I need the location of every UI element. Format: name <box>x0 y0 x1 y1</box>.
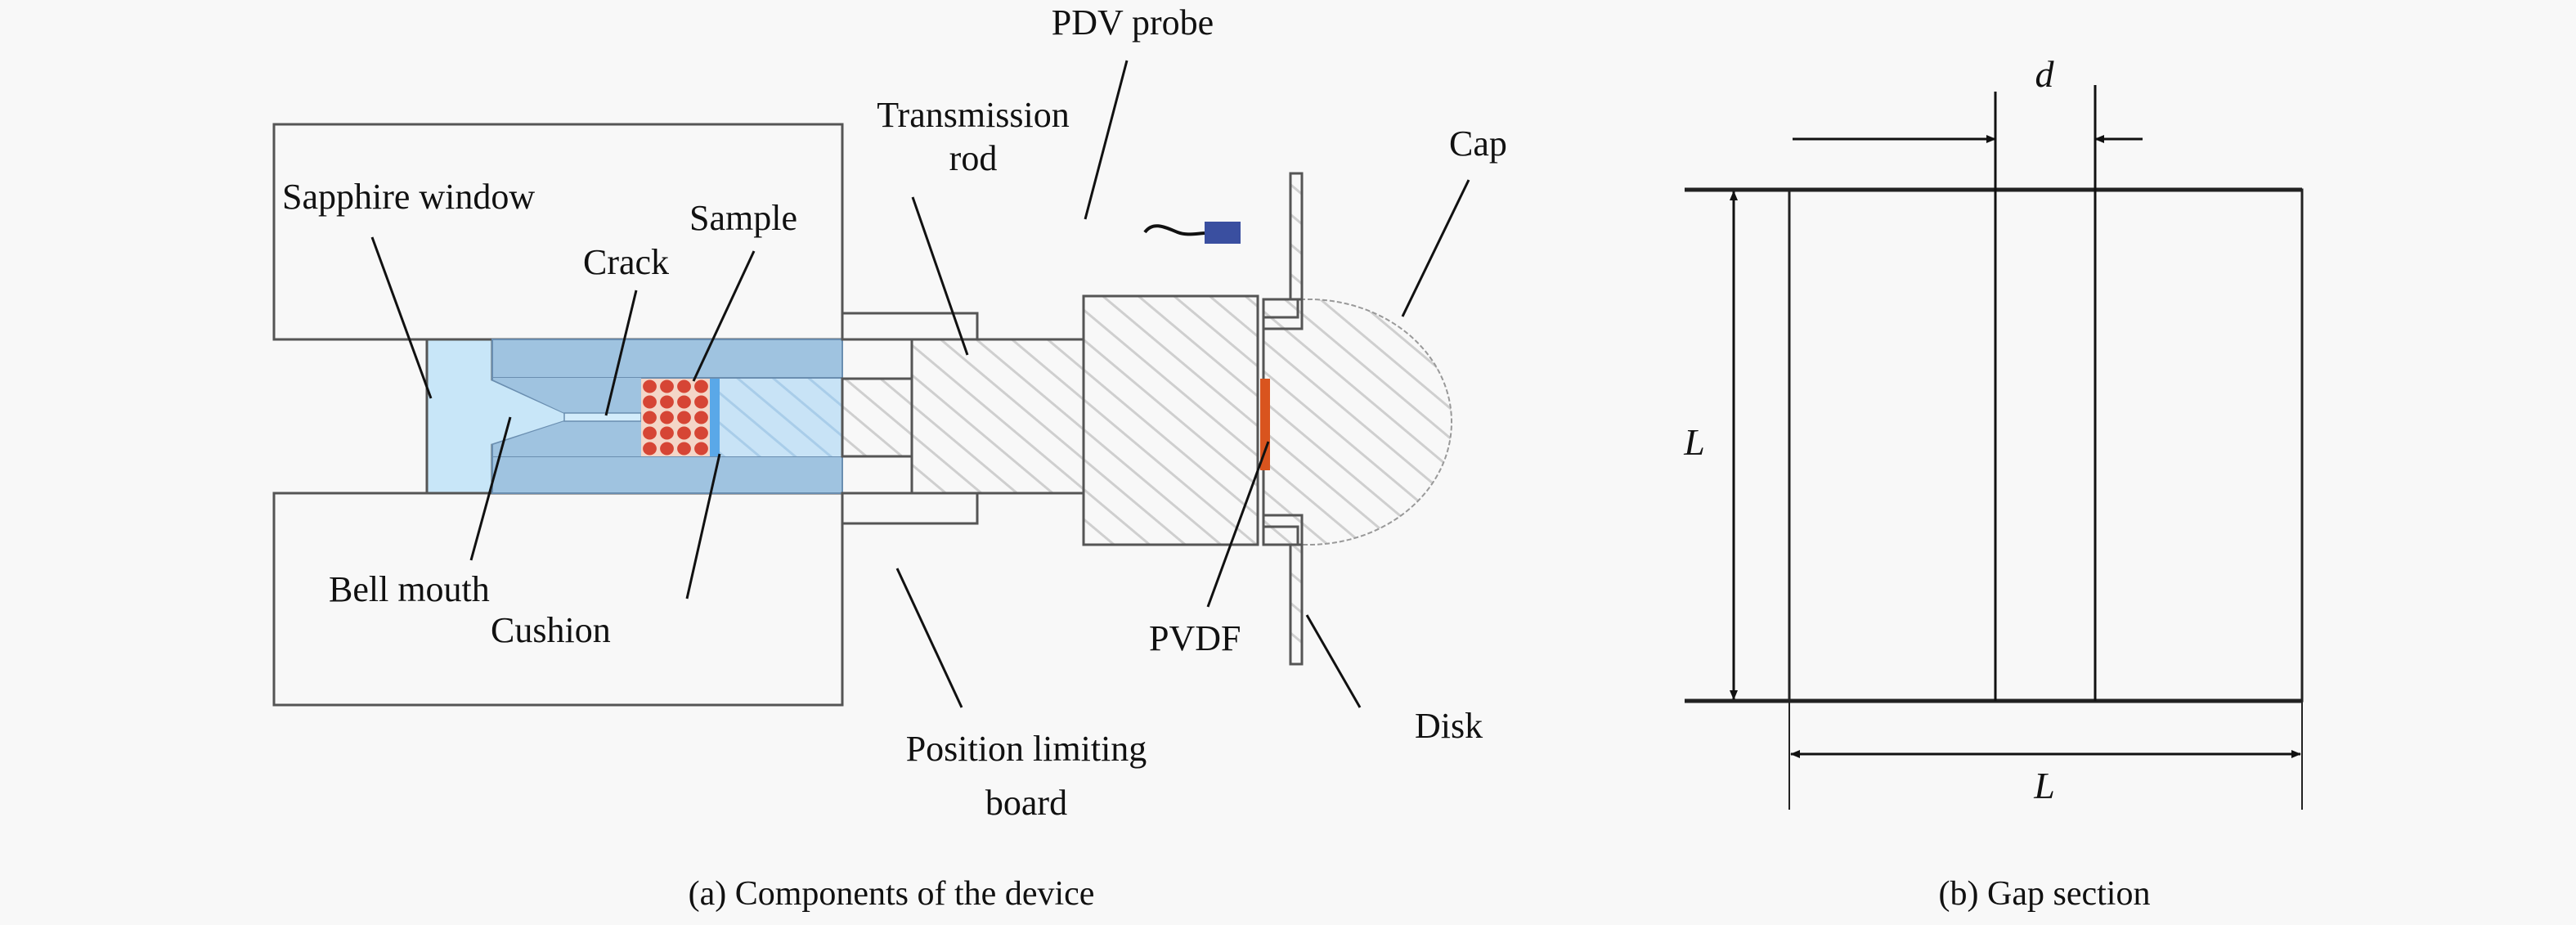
bell-mouth-opening <box>491 380 564 444</box>
transmission-rod <box>910 338 1085 495</box>
sample-particle <box>643 411 657 424</box>
pdv-probe <box>1205 222 1241 244</box>
sample-particle <box>660 379 674 393</box>
sample-particle <box>643 426 657 440</box>
label-height-l: L <box>1683 421 1705 463</box>
label-transmission-rod-2: rod <box>949 138 998 178</box>
sample-dots <box>643 379 708 456</box>
leader-pvdf <box>1206 441 1270 608</box>
sample-particle <box>677 411 691 424</box>
disk-upper <box>1289 172 1304 301</box>
chamber-body-top <box>491 339 843 379</box>
sample-particle <box>660 411 674 424</box>
label-crack: Crack <box>583 242 669 282</box>
label-pvdf: PVDF <box>1149 618 1241 658</box>
chamber-body-bottom <box>491 456 843 494</box>
inner-rod <box>841 377 913 458</box>
top-clamp-block <box>272 123 844 341</box>
caption-panel-a: (a) Components of the device <box>689 875 1095 913</box>
sample-particle <box>660 442 674 456</box>
leader-pdv-probe <box>1084 60 1129 220</box>
leader-transmission-rod <box>911 196 969 356</box>
sample-particle <box>677 426 691 440</box>
caption-panel-b: (b) Gap section <box>1939 875 2151 913</box>
label-width-l: L <box>2033 765 2055 806</box>
sample-particle <box>643 395 657 409</box>
leader-cushion <box>685 453 721 599</box>
disk-clamp-bottom <box>1262 525 1299 546</box>
sample-particle <box>694 442 708 456</box>
sample-particle <box>694 379 708 393</box>
gap-section-outline <box>1788 188 2304 703</box>
label-position-limiting-board-2: board <box>985 783 1067 823</box>
sample-particle <box>643 442 657 456</box>
leader-position-limiting-board <box>895 568 963 708</box>
crack-channel <box>563 412 642 422</box>
sample-particle <box>660 426 674 440</box>
sample-particle <box>660 395 674 409</box>
pdv-probe-fiber <box>1143 224 1205 236</box>
leader-sample <box>692 250 756 382</box>
sample-particle <box>677 442 691 456</box>
label-gap-d: d <box>2035 53 2055 95</box>
position-limiting-board-bottom <box>841 492 979 525</box>
bottom-clamp-block <box>272 492 844 707</box>
disk-clamp-top <box>1262 298 1299 319</box>
sample-particle <box>694 411 708 424</box>
cap <box>1263 299 1452 546</box>
label-sample: Sample <box>689 198 797 238</box>
disk-lower <box>1289 543 1304 666</box>
label-transmission-rod-1: Transmission <box>877 95 1070 135</box>
label-sapphire-window: Sapphire window <box>282 177 535 217</box>
sample-particle <box>694 426 708 440</box>
panel-a: Sapphire window Crack Sample Transmissio… <box>272 2 1507 913</box>
label-cushion: Cushion <box>491 610 611 650</box>
leader-cap <box>1401 179 1470 317</box>
label-pdv-probe: PDV probe <box>1052 2 1214 43</box>
sample-particle <box>677 395 691 409</box>
label-position-limiting-board-1: Position limiting <box>906 729 1147 769</box>
disk-clamp-bottom-slot <box>1263 514 1304 545</box>
cushion <box>710 379 720 456</box>
leader-disk <box>1305 614 1362 708</box>
label-cap: Cap <box>1449 123 1507 164</box>
leader-bell-mouth <box>469 416 512 561</box>
sample-particle <box>677 379 691 393</box>
panel-b: d L L (b) Gap section <box>1683 53 2304 913</box>
disk-clamp-top-slot <box>1263 299 1304 330</box>
label-bell-mouth: Bell mouth <box>329 569 490 609</box>
inner-rod-in-chamber <box>720 379 842 456</box>
leader-crack <box>604 290 638 416</box>
rod-head-block <box>1082 294 1259 546</box>
label-disk: Disk <box>1415 706 1483 746</box>
sample-particle <box>643 379 657 393</box>
sapphire-window <box>425 338 494 495</box>
sample-particle <box>694 395 708 409</box>
leader-sapphire-window <box>370 236 433 399</box>
